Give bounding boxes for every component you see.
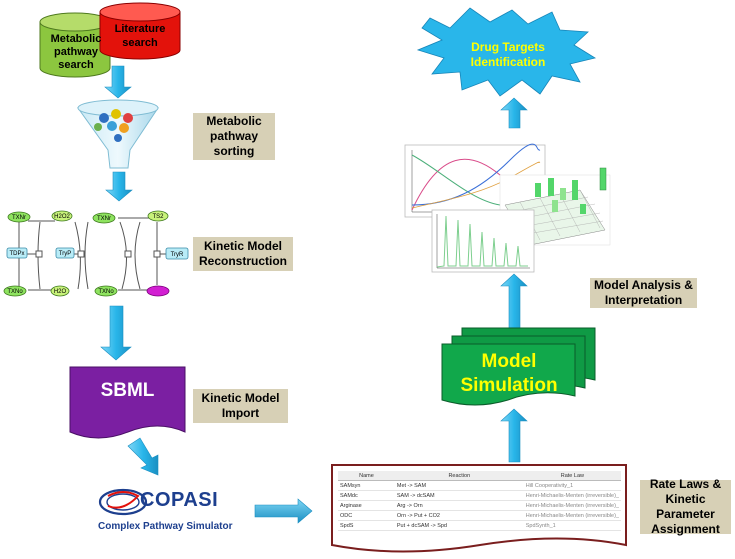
arrow-copasi-to-table xyxy=(254,498,313,524)
rate-law-table: Name Reaction Rate Law SAMsyn Met -> SAM… xyxy=(338,471,621,531)
table-cell-rate: Hill Cooperativity_1 xyxy=(523,480,621,491)
table-cell-rate: Henri-Michaelis-Menten (irreversible)_ xyxy=(523,490,621,501)
network-node-label: TXNr xyxy=(12,215,26,221)
table-header-reaction: Reaction xyxy=(394,471,524,481)
rate-laws-step-label: Rate Laws & Kinetic Parameter Assignment xyxy=(640,477,731,536)
network-node-label: TXNo xyxy=(98,289,114,295)
table-cell-rate: Henri-Michaelis-Menten (irreversible)_ xyxy=(523,500,621,511)
network-node-tryr: TryR xyxy=(165,247,189,260)
table-row[interactable]: SpdS Put + dcSAM -> Spd SpdSynth_1 xyxy=(338,520,621,531)
arrow-db-to-funnel xyxy=(104,65,132,99)
network-node-txnr-1: TXNr xyxy=(7,211,31,223)
metabolic-database-icon xyxy=(39,12,111,78)
table-cell-name: SAMdc xyxy=(338,490,395,501)
arrow-funnel-to-network xyxy=(105,171,133,202)
table-cell-name: SAMsyn xyxy=(338,480,395,491)
table-cell-rate: Henri-Michaelis-Menten (irreversible)_ xyxy=(523,510,621,521)
network-node-label: TXNr xyxy=(97,216,111,222)
network-node-tdpx: TDPx xyxy=(6,247,28,259)
analysis-plot-oscillation xyxy=(431,209,535,273)
network-node-magenta xyxy=(146,285,170,297)
arrow-sbml-to-copasi xyxy=(127,437,159,476)
sbml-label: SBML xyxy=(100,380,155,401)
network-node-label: H2O xyxy=(54,289,67,295)
funnel-icon xyxy=(77,99,159,169)
network-node-ts2: TS2 xyxy=(147,210,169,222)
analysis-step-label: Model Analysis & Interpretation xyxy=(590,278,697,308)
table-cell-name: ODC xyxy=(338,510,395,521)
table-cell-reaction: Arg -> Orn xyxy=(394,500,524,511)
drug-targets-starburst xyxy=(416,7,597,97)
network-node-txno-2: TXNo xyxy=(94,285,118,297)
table-cell-rate: SpdSynth_1 xyxy=(523,520,621,531)
table-cell-name: Arginase xyxy=(338,500,395,511)
network-node-label: TS2 xyxy=(152,214,164,220)
network-connectors xyxy=(35,250,161,258)
table-row[interactable]: SAMdc SAM -> dcSAM Henri-Michaelis-Mente… xyxy=(338,490,621,501)
table-cell-name: SpdS xyxy=(338,520,395,531)
network-node-txnr-2: TXNr xyxy=(92,212,116,224)
copasi-name: COPASI xyxy=(140,489,219,511)
literature-search-label: Literature search xyxy=(114,23,166,49)
table-header-name: Name xyxy=(338,471,395,481)
import-step-label: Kinetic Model Import xyxy=(193,389,288,423)
drug-targets-label: Drug Targets Identification xyxy=(470,40,546,69)
network-node-label: H2O2 xyxy=(54,214,70,220)
copasi-logo-icon xyxy=(98,488,148,516)
arrow-simulation-to-analysis xyxy=(500,273,528,331)
arrow-table-to-simulation xyxy=(500,408,528,463)
network-node-label: TryR xyxy=(171,252,184,258)
sorting-step-label: Metabolic pathway sorting xyxy=(193,113,275,160)
table-cell-reaction: Put + dcSAM -> Spd xyxy=(394,520,524,531)
sbml-banner xyxy=(69,366,186,439)
reconstruction-step-label: Kinetic Model Reconstruction xyxy=(193,237,293,271)
table-cell-reaction: Met -> SAM xyxy=(394,480,524,491)
table-header-row: Name Reaction Rate Law xyxy=(338,471,621,481)
literature-database-icon xyxy=(99,2,181,60)
arrow-analysis-to-drug-targets xyxy=(500,97,528,129)
network-node-label: TXNo xyxy=(7,289,23,295)
table-header-rate-law: Rate Law xyxy=(523,471,621,481)
arrow-network-to-sbml xyxy=(100,305,132,361)
network-node-label: TryP xyxy=(59,251,71,257)
table-row[interactable]: SAMsyn Met -> SAM Hill Cooperativity_1 xyxy=(338,480,621,491)
network-node-h2o: H2O xyxy=(50,285,70,297)
table-cell-reaction: Orn -> Put + CO2 xyxy=(394,510,524,521)
network-node-tryp: TryP xyxy=(55,247,75,259)
copasi-tagline: Complex Pathway Simulator xyxy=(98,521,233,532)
network-node-label: TDPx xyxy=(10,251,25,257)
table-row[interactable]: Arginase Arg -> Orn Henri-Michaelis-Ment… xyxy=(338,500,621,511)
table-cell-reaction: SAM -> dcSAM xyxy=(394,490,524,501)
network-node-txno-1: TXNo xyxy=(3,285,27,297)
simulation-documents xyxy=(441,327,596,406)
network-node-h2o2: H2O2 xyxy=(51,210,73,222)
metabolic-pathway-search-label: Metabolic pathway search xyxy=(50,33,102,71)
table-row[interactable]: ODC Orn -> Put + CO2 Henri-Michaelis-Men… xyxy=(338,510,621,521)
simulation-label: Model Simulation xyxy=(460,351,558,396)
